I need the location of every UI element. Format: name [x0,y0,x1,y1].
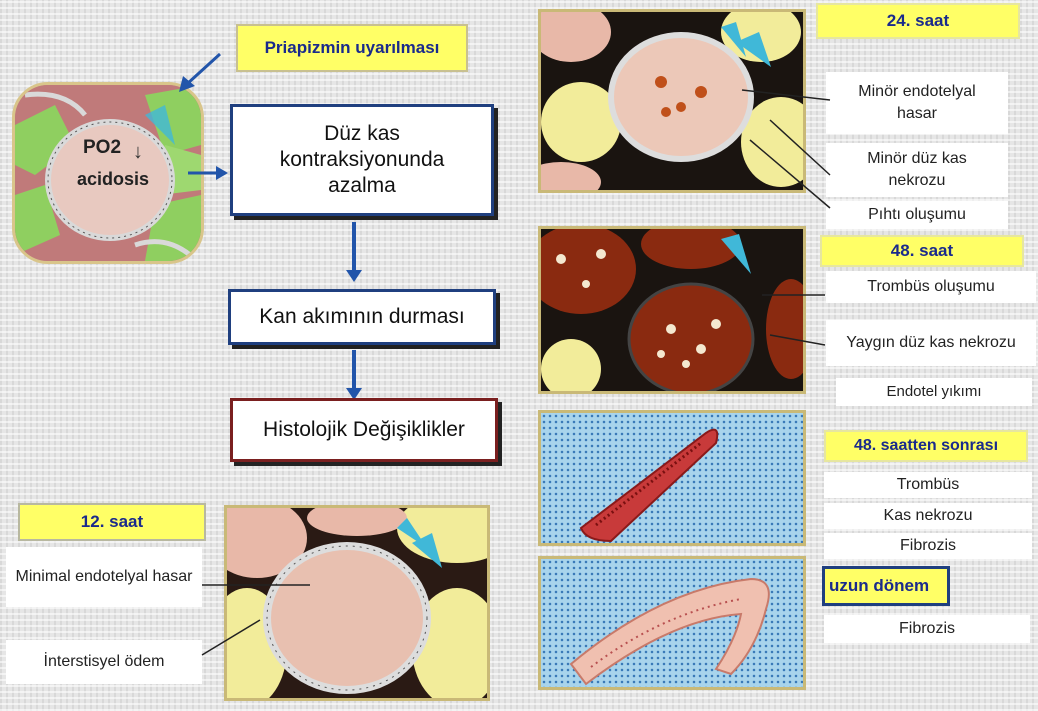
stage-12-label: 12. saat [18,503,206,541]
acidosis-text: acidosis [77,169,149,190]
stage-48-note-1: Trombüs oluşumu [826,271,1036,303]
blood-flow-stop-box: Kan akımının durması [228,289,496,345]
trigger-label: Priapizmin uyarılması [236,24,468,72]
muscle-contraction-box: Düz kas kontraksiyonunda azalma [230,104,494,216]
stage-24-leader-lines [740,80,840,215]
stage-long-tissue-image [538,556,806,690]
stage-long-label: uzun dönem [822,566,950,606]
acidosis-tissue-image: PO2 acidosis ↓ [12,82,204,264]
stage-48-note-3: Endotel yıkımı [836,378,1032,406]
stage-48-note-2: Yaygın düz kas nekrozu [826,320,1036,366]
stage-long-note-1: Fibrozis [824,615,1030,643]
flow-arrow-1-icon [352,222,356,272]
stage-24-note-1: Minör endotelyal hasar [826,72,1008,134]
stage-after48-note-3: Fibrozis [824,533,1032,559]
stage-48-leader-lines [760,285,830,355]
stage-24-note-2: Minör düz kas nekrozu [826,143,1008,197]
po2-text: PO2 [83,137,121,159]
stage-24-note-3: Pıhtı oluşumu [826,201,1008,229]
stage-48-label: 48. saat [820,235,1024,267]
flow-arrow-2-icon [352,350,356,390]
stage-after48-note-2: Kas nekrozu [824,503,1032,529]
stage-12-leader-lines [200,570,320,660]
histologic-changes-box: Histolojik Değişiklikler [230,398,498,462]
stage-12-note-2: İnterstisyel ödem [6,640,202,684]
arrow-to-tile-icon [175,50,225,95]
stage-24-label: 24. saat [816,3,1020,39]
arrow-to-box1-icon [188,163,230,183]
stage-12-note-1: Minimal endotelyal hasar [6,547,202,607]
down-arrow-icon: ↓ [133,141,143,164]
stage-after48-note-1: Trombüs [824,472,1032,498]
stage-after48-tissue-image [538,410,806,546]
stage-after48-label: 48. saatten sonrası [824,430,1028,462]
